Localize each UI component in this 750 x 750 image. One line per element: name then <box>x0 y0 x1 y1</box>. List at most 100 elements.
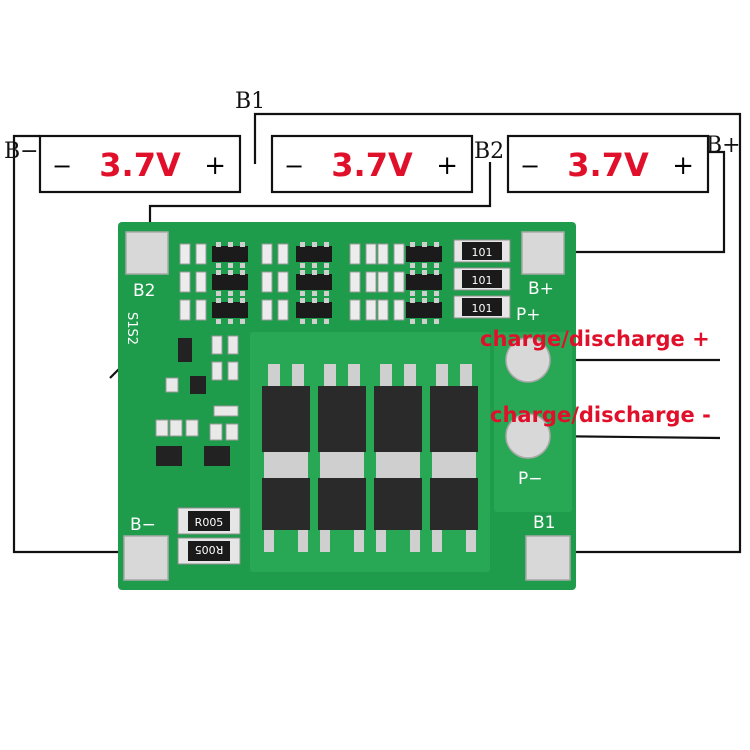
ic-pin <box>300 263 305 268</box>
ic-body <box>212 246 248 262</box>
smd-cap <box>165 377 179 393</box>
ic-pin <box>434 298 439 303</box>
smd-cap <box>225 423 239 441</box>
mosfet-pin <box>298 530 308 552</box>
battery-cell: −3.7V+ <box>38 134 242 194</box>
smd-passive <box>349 271 361 293</box>
sot-transistor <box>156 446 182 466</box>
ic-body <box>406 302 442 318</box>
smd-cap <box>155 419 169 437</box>
ic-pin <box>240 242 245 247</box>
smd-passive <box>365 271 377 293</box>
protection-ic <box>212 270 248 296</box>
smd-passive <box>377 243 389 265</box>
ic-body <box>296 246 332 262</box>
mosfet-pin <box>292 364 304 386</box>
resistor-code: R005 <box>195 516 224 529</box>
resistor-code: 101 <box>472 246 493 259</box>
ic-pin <box>312 242 317 247</box>
smd-cap <box>227 361 239 381</box>
ic-pin <box>228 242 233 247</box>
ic-pin <box>422 242 427 247</box>
ic-pin <box>410 242 415 247</box>
ic-pin <box>216 319 221 324</box>
ic-body <box>212 302 248 318</box>
sot-transistor <box>204 446 230 466</box>
mosfet-pin <box>404 364 416 386</box>
protection-ic <box>296 298 332 324</box>
protection-ic <box>406 298 442 324</box>
ic-pin <box>324 291 329 296</box>
ic-pin <box>216 242 221 247</box>
ic-pin <box>434 319 439 324</box>
mosfet-tab <box>320 462 364 478</box>
ic-pin <box>228 291 233 296</box>
board-label-b1: B1 <box>533 513 555 533</box>
mosfet-body <box>374 386 422 452</box>
smd-passive <box>349 243 361 265</box>
pad-b2 <box>125 231 169 275</box>
ic-pin <box>434 263 439 268</box>
smd-passive <box>179 271 191 293</box>
pad-b1 <box>525 535 571 581</box>
smd-passive <box>393 243 405 265</box>
ic-body <box>296 302 332 318</box>
mosfet <box>262 462 310 552</box>
wire-b1 <box>253 112 742 554</box>
ic-pin <box>422 263 427 268</box>
mosfet-pin <box>348 364 360 386</box>
sense-resistor: R005 <box>177 537 241 565</box>
resistor-code: R005 <box>195 543 224 556</box>
ic-pin <box>312 298 317 303</box>
smd-cap <box>185 419 199 437</box>
ic-pin <box>300 291 305 296</box>
ic-pin <box>300 242 305 247</box>
smd-passive <box>261 243 273 265</box>
protection-ic <box>406 242 442 268</box>
ic-pin <box>324 270 329 275</box>
ic-body <box>212 274 248 290</box>
battery-negative-label: − <box>284 152 304 180</box>
protection-ic-rows <box>179 242 442 324</box>
ic-body <box>406 274 442 290</box>
mosfet <box>318 462 366 552</box>
ic-row <box>179 298 442 324</box>
mosfet-pin <box>264 530 274 552</box>
callout-charge-minus: charge/discharge - <box>490 403 711 427</box>
resistor-body <box>462 298 502 316</box>
mosfet-pin <box>268 364 280 386</box>
ic-pin <box>312 291 317 296</box>
smd-passive <box>393 271 405 293</box>
board-label-p-minus: P− <box>518 469 543 489</box>
board-label-b2: B2 <box>133 281 155 301</box>
ic-pin <box>240 270 245 275</box>
battery-outline <box>38 134 242 194</box>
mosfet-tab <box>376 462 420 478</box>
battery-outline <box>270 134 474 194</box>
ic-pin <box>410 298 415 303</box>
ic-body <box>296 274 332 290</box>
mosfet-pin <box>354 530 364 552</box>
ic-pin <box>240 291 245 296</box>
smd-passive <box>377 299 389 321</box>
mosfet-body <box>262 386 310 452</box>
ic-pin <box>300 270 305 275</box>
ic-pin <box>434 270 439 275</box>
ic-pin <box>324 298 329 303</box>
ic-pin <box>324 319 329 324</box>
ic-pin <box>312 263 317 268</box>
mosfet-pin <box>324 364 336 386</box>
battery-voltage: 3.7V <box>567 146 649 184</box>
mosfet-pin <box>376 530 386 552</box>
battery-cell: −3.7V+ <box>270 134 474 194</box>
battery-outline <box>506 134 710 194</box>
smd-passive <box>195 243 207 265</box>
smd-res <box>213 405 239 417</box>
ic-pin <box>422 319 427 324</box>
wire-b-minus <box>12 134 140 554</box>
protection-ic <box>212 298 248 324</box>
mosfet-body <box>318 386 366 452</box>
pad-b-plus <box>521 231 565 275</box>
resistor-code: 101 <box>472 274 493 287</box>
